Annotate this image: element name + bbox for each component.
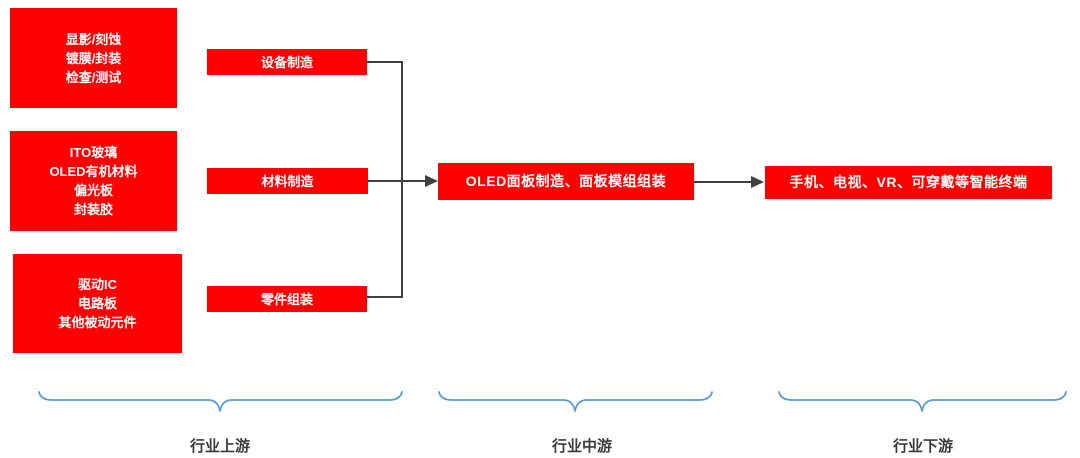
arrowhead-to-downstream-icon (751, 176, 764, 188)
upstream-box-fab-processes: 显影/刻蚀 镀膜/封装 检查/测试 (10, 8, 177, 108)
connector-bottom-horizontal (367, 296, 403, 298)
box-text-line: 镀膜/封装 (65, 50, 122, 66)
downstream-box-smart-terminals: 手机、电视、VR、可穿戴等智能终端 (765, 166, 1052, 199)
connector-vertical (401, 61, 403, 298)
box-text-line: 电路板 (77, 296, 117, 311)
box-text-line: ITO玻璃 (69, 145, 118, 160)
box-text-line: 驱动IC (77, 277, 117, 292)
process-box-assembly: 零件组装 (207, 286, 367, 312)
arrowhead-to-midstream-icon (425, 175, 438, 187)
box-text-line: 材料制造 (261, 173, 314, 189)
midstream-box-panel-manufacturing: OLED面板制造、面板模组组装 (438, 163, 694, 200)
connector-midstream-to-downstream (694, 181, 752, 183)
stage-label-upstream: 行业上游 (189, 438, 250, 455)
stage-label-downstream: 行业下游 (892, 438, 953, 455)
brace-downstream-icon (778, 391, 1067, 412)
box-text-line: 设备制造 (260, 54, 313, 70)
stage-label-midstream: 行业中游 (551, 438, 612, 455)
box-text-line: 偏光板 (73, 183, 113, 198)
connector-top-horizontal (367, 61, 403, 63)
box-text-line: OLED有机材料 (49, 164, 138, 179)
connector-middle-to-midstream (368, 180, 426, 182)
box-text-line: 零件组装 (260, 291, 313, 307)
box-text-line: 封装胶 (73, 202, 113, 217)
box-text-line: 检查/测试 (65, 69, 122, 85)
brace-upstream-icon (38, 391, 403, 412)
upstream-box-materials: ITO玻璃 OLED有机材料 偏光板 封装胶 (10, 131, 177, 231)
upstream-box-components: 驱动IC 电路板 其他被动元件 (13, 254, 182, 353)
box-text-line: 手机、电视、VR、可穿戴等智能终端 (789, 174, 1028, 190)
process-box-material: 材料制造 (207, 168, 368, 194)
process-box-equipment: 设备制造 (207, 49, 367, 75)
box-text-line: 显影/刻蚀 (65, 31, 122, 47)
box-text-line: OLED面板制造、面板模组组装 (465, 173, 667, 189)
box-text-line: 其他被动元件 (58, 315, 137, 330)
brace-midstream-icon (438, 391, 713, 412)
